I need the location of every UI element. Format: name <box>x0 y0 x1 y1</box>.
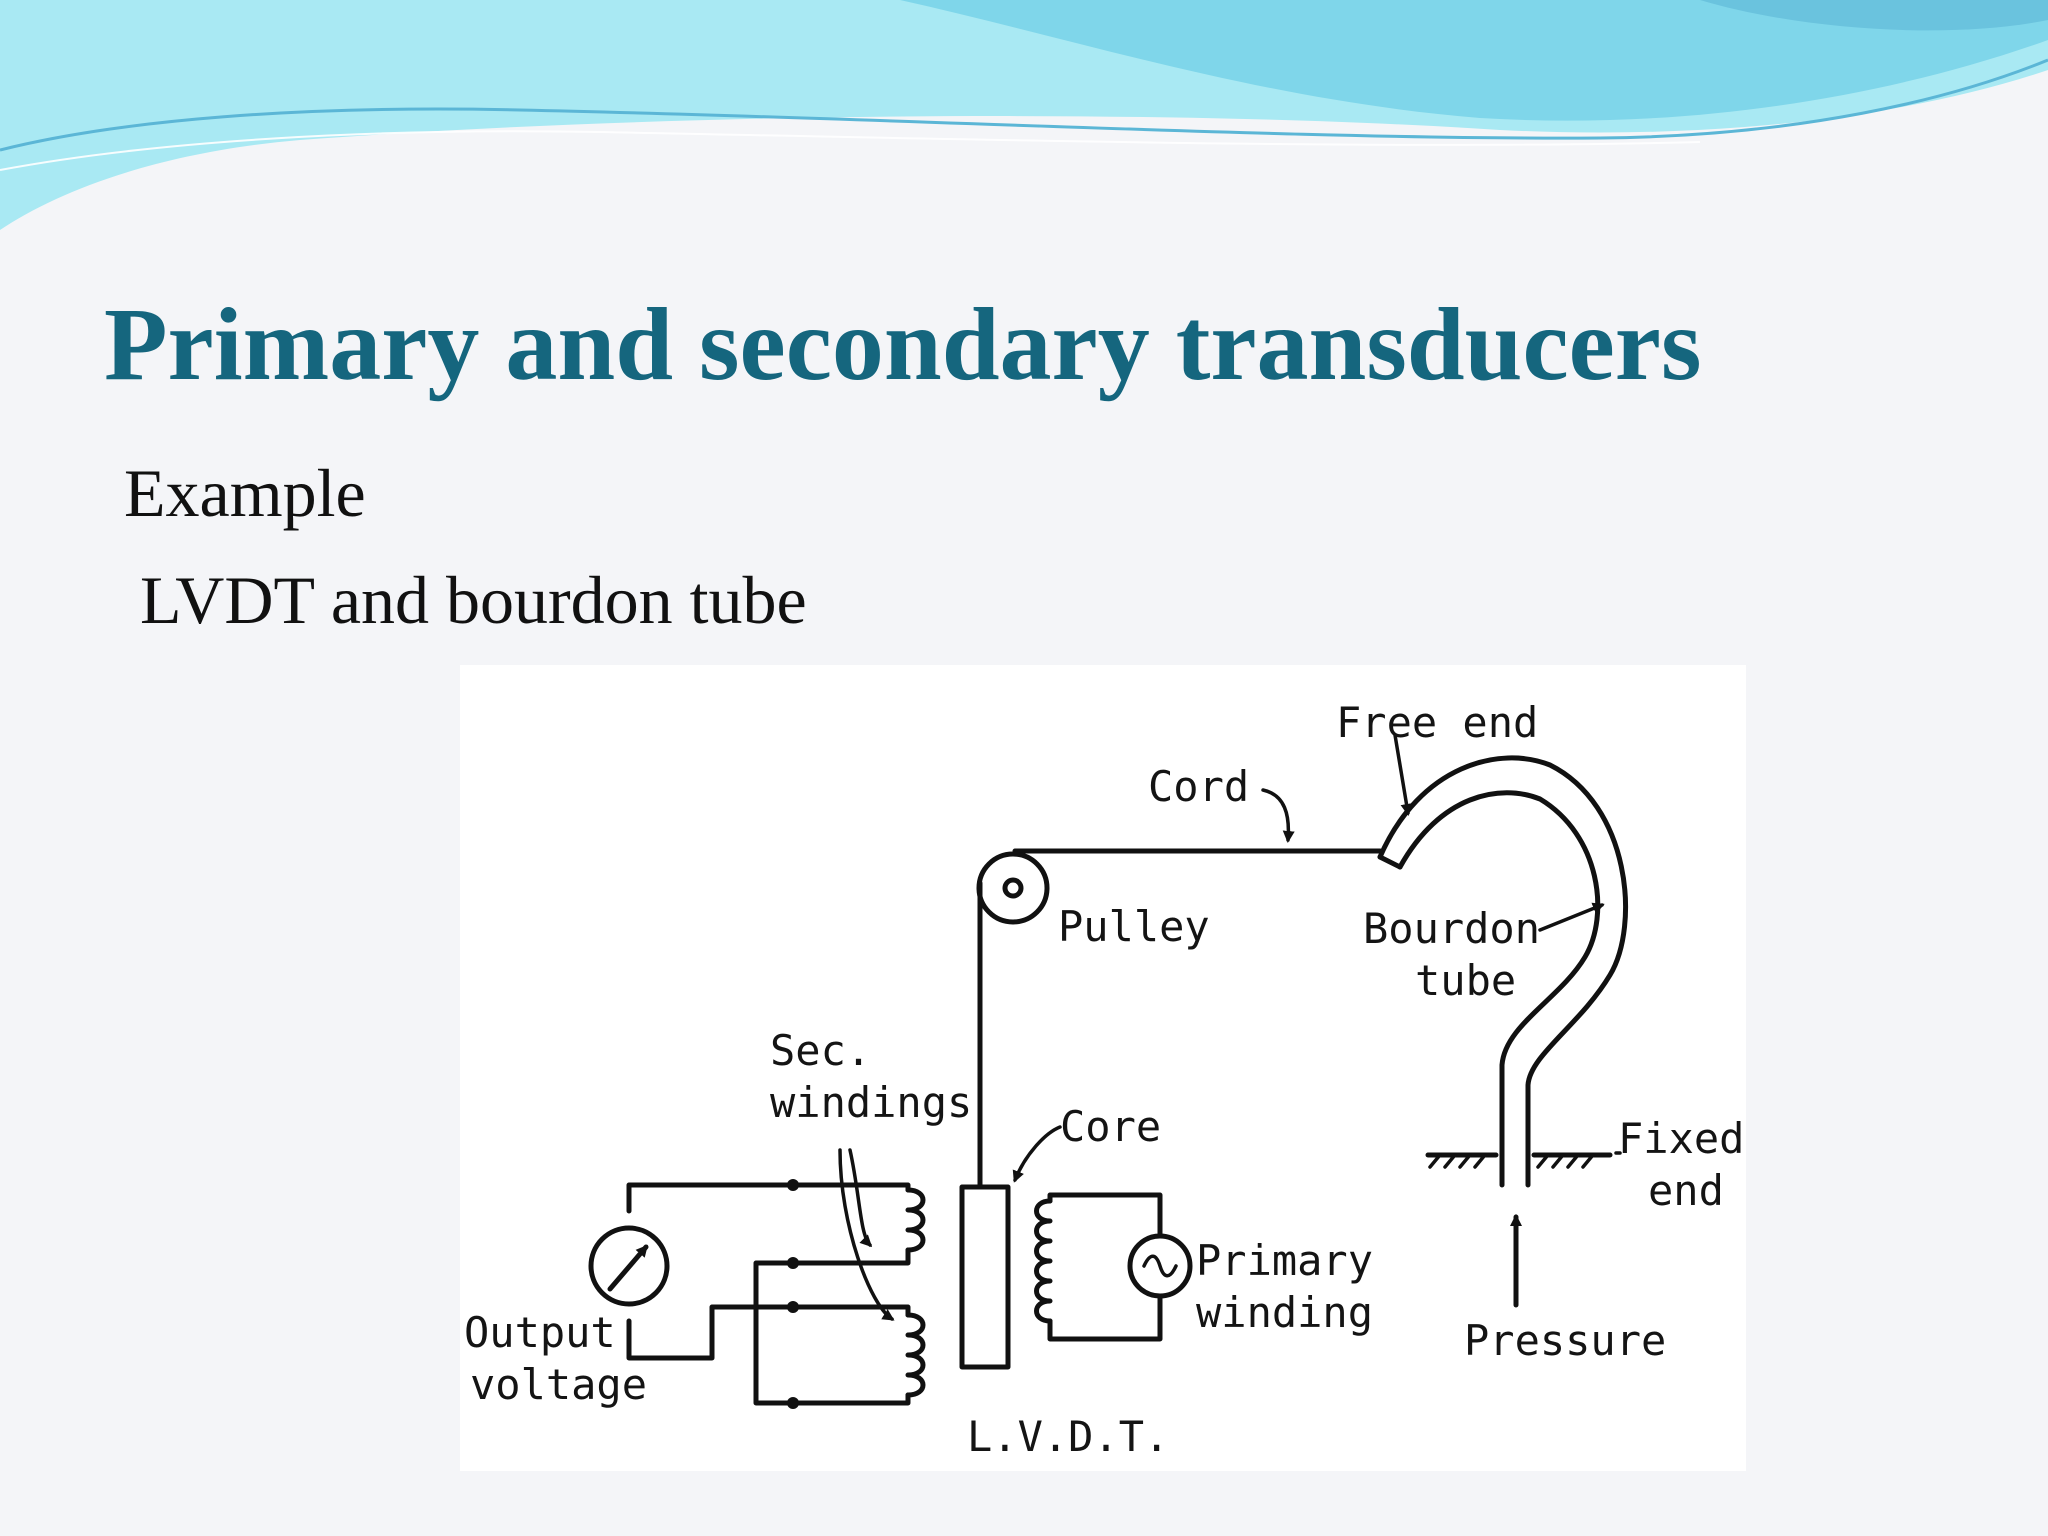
label-core: Core <box>1060 1102 1161 1151</box>
diagram-drawing: Free end Cord Pulley Bourdon tube Sec. w… <box>464 698 1744 1461</box>
body-text-lvdt-bourdon: LVDT and bourdon tube <box>140 562 807 638</box>
label-output-voltage-2: voltage <box>470 1360 647 1409</box>
label-bourdon-tube-2: tube <box>1415 956 1516 1005</box>
label-primary-winding-2: winding <box>1196 1288 1373 1337</box>
label-fixed-end-2: end <box>1648 1166 1724 1215</box>
label-pressure: Pressure <box>1464 1316 1666 1365</box>
secondary-winding-coils <box>626 1148 926 1409</box>
label-cord: Cord <box>1148 762 1249 811</box>
label-fixed-end-1: Fixed <box>1618 1114 1744 1163</box>
label-bourdon-tube-1: Bourdon <box>1363 904 1540 953</box>
label-sec-windings-1: Sec. <box>770 1026 871 1075</box>
label-output-voltage-1: Output <box>464 1308 616 1357</box>
lvdt-bourdon-diagram: Free end Cord Pulley Bourdon tube Sec. w… <box>460 665 1746 1471</box>
output-voltmeter <box>588 1225 670 1307</box>
fixed-end-ground <box>1425 1152 1613 1169</box>
bourdon-tube <box>1377 755 1628 1188</box>
label-primary-winding-1: Primary <box>1196 1236 1373 1285</box>
label-lvdt: L.V.D.T. <box>967 1412 1169 1461</box>
pulley <box>976 851 1050 925</box>
free-end-arrow <box>1393 733 1413 816</box>
cord-arrow <box>1261 788 1295 843</box>
lvdt-core <box>959 1184 1011 1370</box>
body-text-example: Example <box>124 455 366 531</box>
slide-title: Primary and secondary transducers <box>104 287 1702 402</box>
label-sec-windings-2: windings <box>770 1078 972 1127</box>
label-pulley: Pulley <box>1058 902 1210 951</box>
cord <box>977 848 1383 1188</box>
header-wave-decoration <box>0 0 2048 230</box>
primary-winding-coil <box>1034 1192 1193 1342</box>
label-free-end: Free end <box>1336 698 1538 747</box>
bourdon-arrow <box>1538 902 1605 932</box>
core-arrow <box>1012 1125 1062 1183</box>
